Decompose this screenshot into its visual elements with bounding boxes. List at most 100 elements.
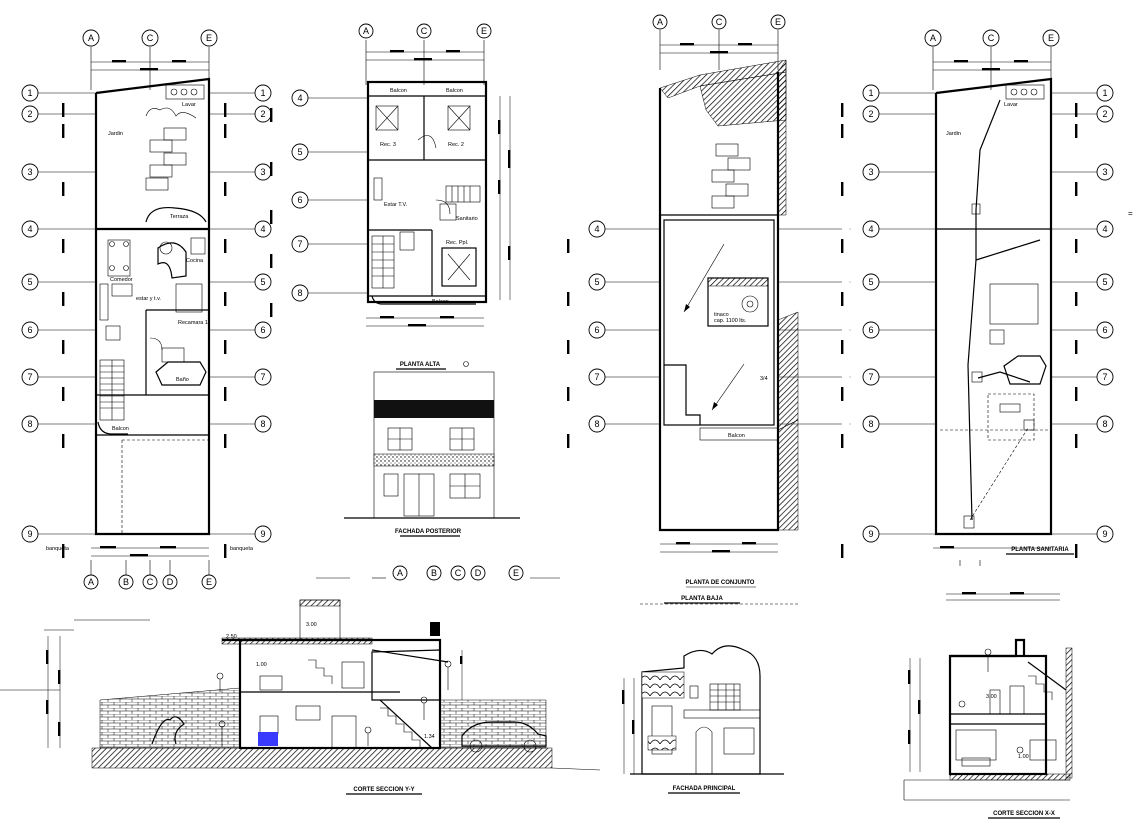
room-label: Sanitario [456, 216, 478, 222]
slope-label: 3/4 [760, 376, 768, 382]
section-dim: 1.34 [424, 734, 435, 740]
axis-label: 8 [260, 419, 265, 429]
axis-label: A [363, 26, 369, 36]
room-label: Balcon [112, 426, 129, 432]
section-dim: 3.00 [306, 622, 317, 628]
axis-label: C [988, 33, 995, 43]
room-label: Lavar [182, 102, 196, 108]
elevation-fachada-posterior: FACHADA POSTERIOR [344, 371, 520, 537]
drawing-title: FACHADA POSTERIOR [395, 529, 462, 535]
axis-label: 8 [1102, 419, 1107, 429]
axis-label: 4 [297, 93, 302, 103]
axis-label: 1 [260, 88, 265, 98]
axis-label: E [1048, 33, 1054, 43]
axis-label: 5 [868, 277, 873, 287]
axis-label: 2 [27, 109, 32, 119]
axis-label: 7 [868, 372, 873, 382]
axis-bubbles-top-p1: A C E [82, 29, 218, 90]
room-label: Recamara 1 [178, 320, 208, 326]
section-corte-yy: 2.50 3.00 1.00 1.34 CORTE SECCION Y-Y A … [0, 565, 601, 795]
axis-label: A [657, 17, 663, 27]
section-dim: 1.00 [256, 662, 267, 668]
axis-label: 1 [868, 88, 873, 98]
axis-label: 9 [260, 529, 265, 539]
room-label: Baño [176, 377, 189, 383]
room-label: Balcon [390, 88, 407, 94]
drawing-title: CORTE SECCION Y-Y [353, 787, 414, 793]
axis-label: C [147, 577, 154, 587]
axis-label: 5 [594, 277, 599, 287]
axis-label: 3 [27, 167, 32, 177]
axis-label: C [716, 17, 723, 27]
axis-label: 6 [594, 325, 599, 335]
axis-label: 5 [27, 277, 32, 287]
axis-label: 4 [594, 224, 599, 234]
axis-label: D [167, 577, 174, 587]
axis-label: 7 [297, 239, 302, 249]
room-label: Jardin [108, 131, 123, 137]
axis-label: 5 [297, 147, 302, 157]
axis-label: E [481, 26, 487, 36]
room-label: Balcon [728, 433, 745, 439]
axis-label: 7 [27, 372, 32, 382]
axis-label: 4 [1102, 224, 1107, 234]
axis-label: 6 [868, 325, 873, 335]
axis-label: 7 [260, 372, 265, 382]
drawing-title: PLANTA ALTA [400, 362, 441, 368]
room-label: Rec. 2 [448, 142, 464, 148]
axis-label: 4 [868, 224, 873, 234]
section-dim: 1.00 [1018, 754, 1029, 760]
axis-label: C [455, 568, 462, 578]
axis-label: 3 [1102, 167, 1107, 177]
axis-label: 2 [868, 109, 873, 119]
room-label: Rec. Ppl. [446, 240, 469, 246]
drawing-title: FACHADA PRINCIPAL [673, 786, 736, 792]
elevation-fachada-principal: FACHADA PRINCIPAL [622, 645, 784, 794]
axis-label: 8 [594, 419, 599, 429]
axis-label: 4 [27, 224, 32, 234]
axis-label: 1 [27, 88, 32, 98]
axis-label: E [775, 17, 781, 27]
axis-label: D [475, 568, 482, 578]
axis-label: 2 [1102, 109, 1107, 119]
axis-label: A [930, 33, 936, 43]
room-labels-p1: Lavar Jardin Terraza Comedor Cocina esta… [46, 102, 254, 552]
room-label: Cocina [186, 258, 204, 264]
axis-label: 8 [868, 419, 873, 429]
axis-label: 9 [868, 529, 873, 539]
axis-label: 6 [1102, 325, 1107, 335]
axis-label: A [88, 33, 94, 43]
room-label: estar y t.v. [136, 296, 161, 302]
building-outline-p1 [94, 77, 211, 536]
axis-label: A [88, 577, 94, 587]
axis-label: E [513, 568, 519, 578]
axis-label: 9 [27, 529, 32, 539]
axis-label: 3 [260, 167, 265, 177]
room-label: Jardin [946, 131, 961, 137]
axis-label: C [421, 26, 428, 36]
axis-label: 5 [260, 277, 265, 287]
axis-label: 1 [1102, 88, 1107, 98]
axis-label: 6 [27, 325, 32, 335]
axis-label: 4 [260, 224, 265, 234]
axis-label: 8 [27, 419, 32, 429]
tinaco-label: tinaco [714, 312, 729, 318]
axis-bubbles-side-p4: 1 2 3 4 5 6 7 8 9 [841, 84, 936, 558]
tinaco-capacity: cap. 1100 lts. [714, 318, 747, 324]
axis-label: 8 [297, 288, 302, 298]
axis-label: B [431, 568, 437, 578]
axis-label: 3 [868, 167, 873, 177]
drawing-title: PLANTA DE CONJUNTO [686, 580, 755, 586]
drawing-title: PLANTA BAJA [681, 596, 723, 602]
section-dim: 3.00 [986, 694, 997, 700]
room-label: Comedor [110, 277, 133, 283]
drawing-title: PLANTA SANITARIA [1011, 547, 1069, 553]
